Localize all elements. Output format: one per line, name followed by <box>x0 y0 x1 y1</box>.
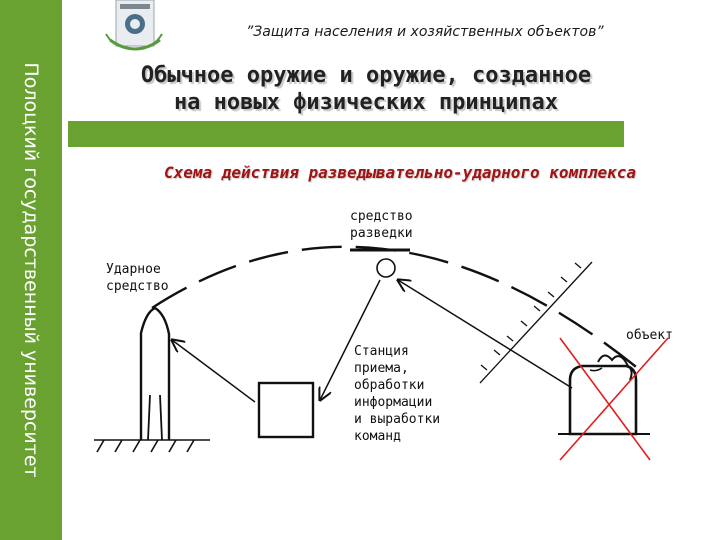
arrow-station-to-strike <box>172 340 256 403</box>
radio-link-line <box>479 261 593 384</box>
arrow-target-to-recon <box>398 280 573 389</box>
strike-label: Ударное средство <box>106 261 169 295</box>
title-line-1: Обычное оружие и оружие, созданное <box>140 63 592 88</box>
recon-label-line-1: средство <box>350 209 413 224</box>
diagram-subtitle: Схема действия разведывательно-ударного … <box>163 163 636 182</box>
strike-label-line-1: Ударное <box>106 262 161 277</box>
station-label-line: команд <box>354 429 401 444</box>
sidebar: Полоцкий государственный университет <box>0 0 62 540</box>
station-label-line: Станция <box>354 344 409 359</box>
recon-device <box>376 258 396 278</box>
title-line-2: на новых физических принципах <box>173 90 559 115</box>
strike-missile <box>139 306 171 440</box>
station-label-line: информации <box>354 395 433 410</box>
strike-label-line-2: средство <box>106 279 169 294</box>
recon-label-line-2: разведки <box>350 226 413 241</box>
target-cross-mark <box>559 337 669 461</box>
station-label-line: обработки <box>354 378 425 393</box>
target-label: объект <box>626 328 673 343</box>
title-underline-bar <box>68 121 624 147</box>
recon-label: средство разведки <box>350 208 413 242</box>
station-label-line: и выработки <box>354 412 441 427</box>
ground-line <box>94 439 210 453</box>
station-label-line: приема, <box>354 361 409 376</box>
university-crest-icon <box>105 0 163 51</box>
topic-header: ”Защита населения и хозяйственных объект… <box>246 24 604 40</box>
station-box <box>257 381 315 439</box>
page-title: Обычное оружие и оружие, созданное на но… <box>68 62 664 116</box>
station-label: Станция приема, обработки информации и в… <box>354 343 440 445</box>
target-object <box>568 364 638 436</box>
arrow-recon-to-station <box>320 279 381 400</box>
